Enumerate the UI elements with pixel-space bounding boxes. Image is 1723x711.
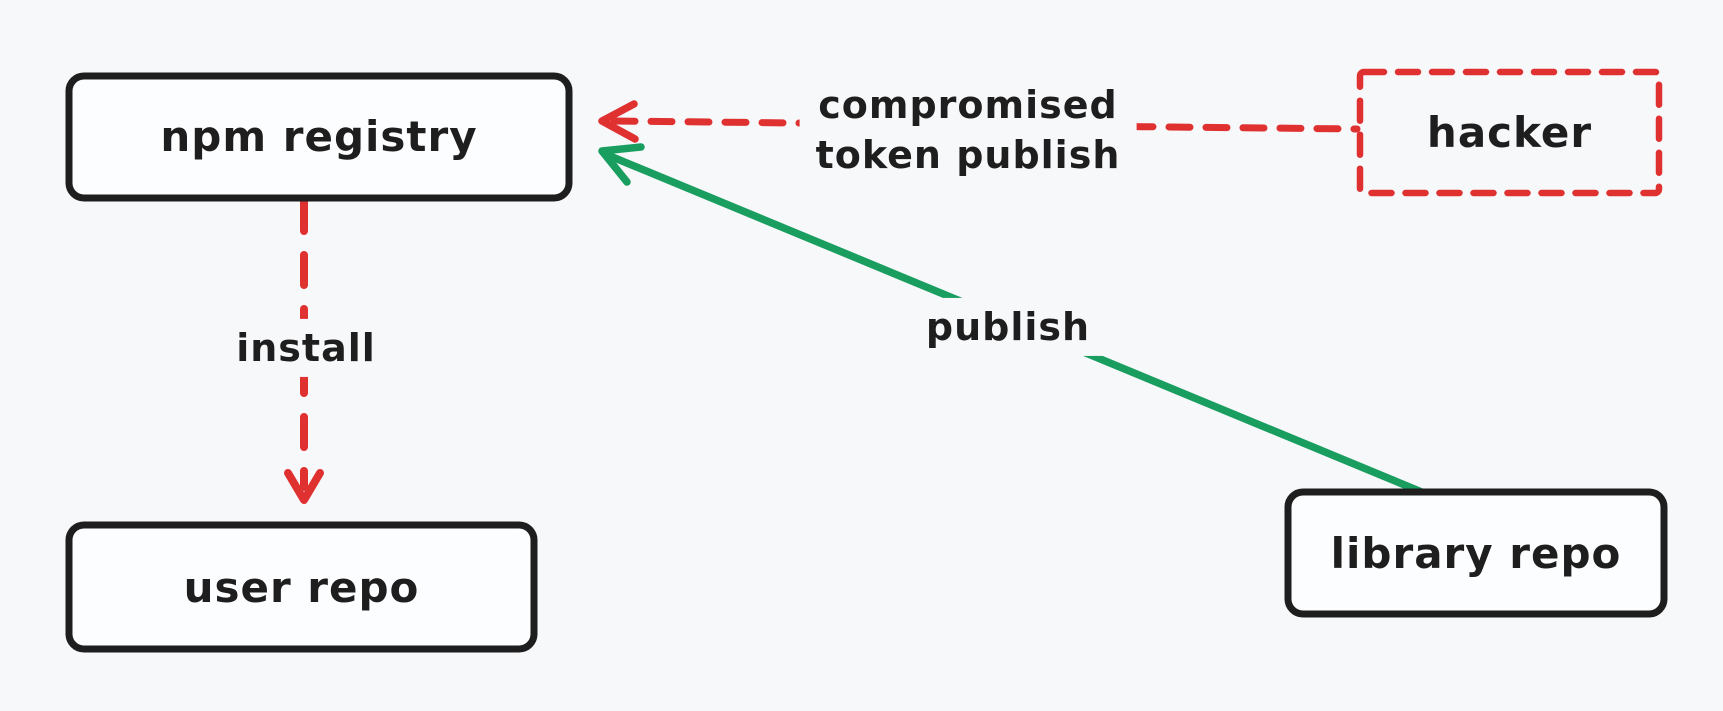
- arrowhead-red-left: [598, 100, 639, 143]
- arrowhead-green: [598, 143, 645, 186]
- node-library-repo-box: [1284, 488, 1668, 618]
- edge-publish-label: publish: [909, 297, 1107, 357]
- node-hacker-box: [1356, 68, 1663, 197]
- edge-install-label: install: [220, 318, 392, 378]
- edge-compromised-label: compromised token publish: [799, 75, 1137, 185]
- node-user-repo-box: [65, 521, 538, 653]
- node-npm-registry-box: [65, 72, 573, 202]
- edge-compromised-label-line1: compromised: [818, 82, 1118, 127]
- arrowhead-red-down: [284, 469, 324, 504]
- edge-compromised-label-line2: token publish: [815, 133, 1121, 177]
- edge-install-arrow: [284, 197, 324, 504]
